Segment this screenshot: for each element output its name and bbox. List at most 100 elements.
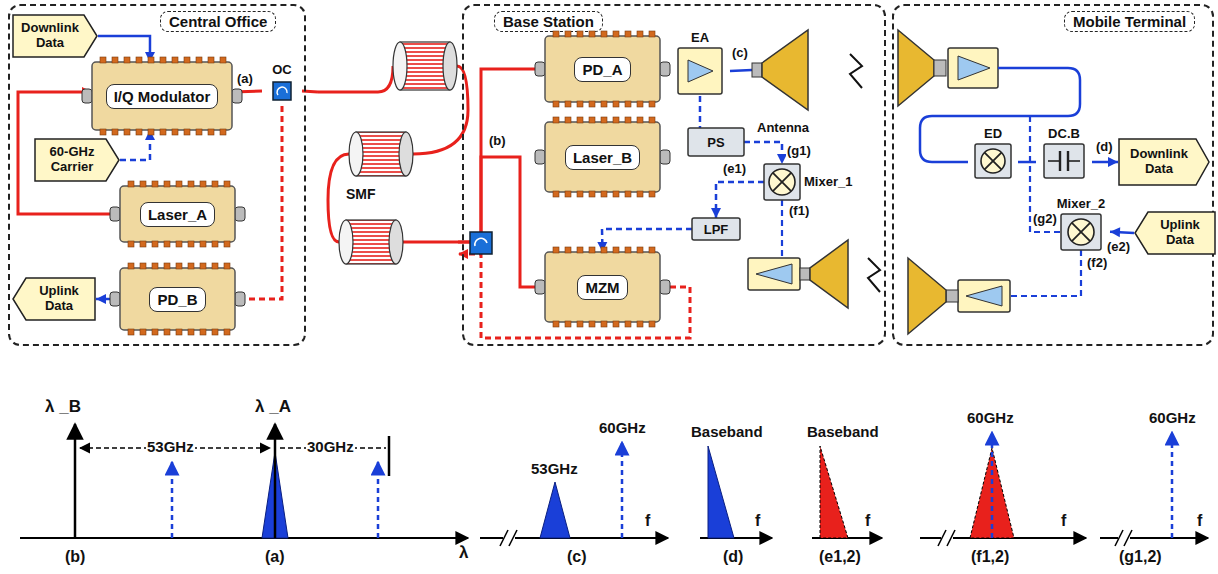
spectrum-label: (c) (566, 548, 588, 566)
spectrum-label: λ (458, 544, 469, 563)
node-label: Uplink Data (25, 284, 93, 314)
data-tag: Downlink Data (12, 14, 98, 58)
shape (318, 30, 458, 270)
signal-point-label: (c) (731, 46, 749, 60)
arrowhead (597, 242, 607, 252)
arrowhead (145, 52, 155, 62)
connector (1110, 227, 1134, 237)
mt-rx-chain (898, 30, 1081, 334)
node-label: Downlink Data (1121, 147, 1197, 177)
optical-device: MZM (545, 252, 660, 322)
connector (699, 96, 700, 128)
optical-device: Laser_B (545, 122, 660, 192)
connector (458, 157, 545, 292)
spectrum-f (920, 432, 1086, 546)
connector (744, 142, 787, 164)
signal-point-label: (d) (1095, 140, 1114, 154)
region-heading: Central Office (160, 11, 276, 32)
node-label: ED (944, 126, 1042, 141)
signal-point-label: (f1) (788, 204, 810, 218)
node-label: PD_B (149, 287, 205, 312)
arrowhead (1110, 227, 1120, 237)
node-label: SMF (346, 186, 376, 202)
region-panel: Central Office Downlink DataI/Q Modulator… (8, 4, 306, 346)
node-label: Antenna (740, 120, 826, 135)
arrowhead (96, 294, 106, 304)
spectrum-label: f (1060, 512, 1067, 530)
node-label: Mixer_2 (1028, 196, 1134, 211)
node-label: LPF (704, 222, 729, 237)
node-label: Downlink Data (15, 21, 85, 51)
spectrum-label: f (644, 512, 651, 530)
spectrum-label: Baseband (690, 424, 764, 441)
region-panel: Base StationPD_A EA Laser_B PS Mixer_1LPF MZM… (462, 4, 886, 346)
component-block: EA (670, 30, 730, 96)
spectrum-d (700, 446, 772, 538)
optical-device: PD_B (120, 268, 235, 330)
node-label: MZM (577, 275, 627, 300)
node-label: Uplink Data (1147, 218, 1213, 248)
optical-device: PD_A (545, 36, 660, 102)
connector (1018, 162, 1036, 163)
function-box: LPF (692, 218, 740, 240)
arrowhead (1108, 157, 1118, 167)
connector (597, 229, 692, 252)
spectrum-label: (b) (64, 548, 86, 566)
connector-line (602, 229, 692, 252)
connector-line (744, 142, 782, 164)
data-tag: Uplink Data (1134, 211, 1216, 255)
spectrum-c (480, 442, 668, 546)
bs-rx-chain (748, 200, 848, 308)
component-block: Mixer_2 (1052, 196, 1110, 252)
optical-device: Laser_A (120, 186, 235, 242)
signal-point-label: (a) (236, 72, 254, 86)
signal-point-label: (e1) (722, 162, 747, 176)
connector (730, 70, 752, 72)
optical-device: I/Q Modulator (92, 62, 232, 130)
connector-line (699, 96, 702, 128)
node-label: EA (646, 30, 754, 45)
spectrum-label: 30GHz (306, 439, 355, 456)
signal-point-label: (f2) (1086, 256, 1108, 270)
component-block: ED (968, 126, 1018, 180)
region-panel: Mobile TerminalEDDC.BDownlink DataMixer_… (892, 4, 1214, 346)
node-label: I/Q Modulator (106, 84, 219, 109)
region-heading: Base Station (494, 11, 603, 32)
spectrum-label: 60GHz (598, 420, 647, 437)
spectrum-label: (e1,2) (818, 548, 862, 566)
node-label: PS (707, 135, 724, 150)
connector-line (716, 182, 764, 218)
spectrum-label: Baseband (806, 424, 880, 441)
data-tag: Uplink Data (12, 277, 96, 321)
connector (1092, 157, 1118, 167)
function-box: PS (688, 128, 744, 156)
spectrum-ab (20, 424, 468, 538)
spectrum-label: 60GHz (1148, 410, 1197, 427)
connector (235, 106, 282, 304)
connector (711, 182, 764, 218)
spectrum-g (1100, 432, 1208, 546)
signal-point-label: (b) (488, 134, 507, 148)
mixer-block: Mixer_1 (764, 164, 860, 200)
spectrum-label: (f1,2) (970, 548, 1010, 566)
spectrum-label: f (864, 512, 871, 530)
connector (458, 64, 545, 242)
spectrum-label: 60GHz (966, 410, 1015, 427)
node-label: Laser_B (565, 145, 640, 170)
spectrum-e (812, 446, 882, 538)
node-label: Mixer_1 (804, 174, 852, 189)
connector-line (98, 36, 150, 62)
fiber-spools: SMF (318, 30, 458, 270)
component-block: DC.B (1036, 126, 1092, 180)
node-label: Laser_A (140, 202, 215, 227)
signal-point-label: (g1) (786, 144, 812, 158)
component-block: OC (262, 62, 302, 106)
connector-line (235, 106, 282, 299)
arrowhead (711, 208, 721, 218)
signal-point-label: (g2) (1032, 212, 1058, 226)
node-label: PD_A (574, 57, 630, 82)
spectrum-label: (a) (264, 548, 286, 566)
connector-line (730, 69, 752, 72)
spectrum-label: λ _A (254, 398, 292, 417)
node-label: 60-GHz Carrier (37, 145, 107, 175)
